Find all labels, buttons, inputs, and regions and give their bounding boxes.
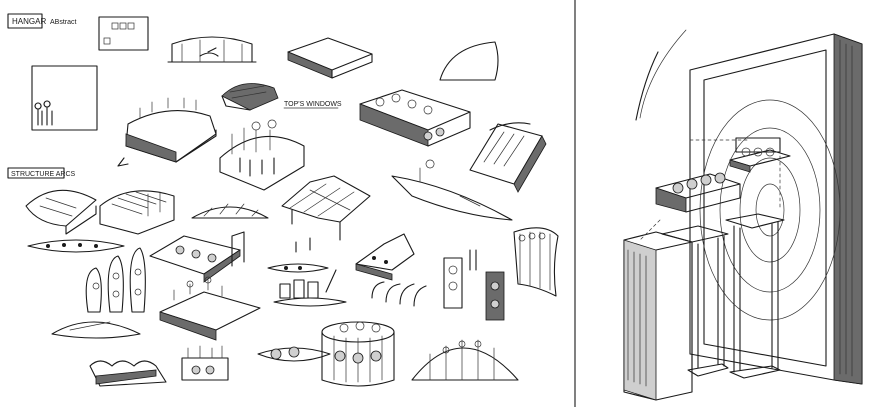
sketch-drum-frame [321, 321, 395, 387]
sketch-window-tray [359, 89, 471, 147]
swoosh-line [635, 51, 659, 121]
title-box-label: HANGAR [12, 17, 46, 26]
sketch-arch-pavilion [219, 119, 305, 191]
display-pedestal-box [623, 231, 693, 401]
sketch-vertical-panels [85, 247, 146, 313]
sketch-dark-hangar [221, 83, 279, 111]
sketch-ribbed-curve [513, 227, 559, 297]
display-tray-lower [655, 172, 741, 213]
sketch-scalloped-roof [89, 360, 167, 387]
section-structure-arcs: STRUCTURE ARCS [7, 167, 76, 179]
sketch-wing-shape [391, 159, 513, 221]
display-perspective-rendering [623, 29, 863, 401]
backdrop-panel [689, 33, 863, 385]
title-box: HANGAR ABstract [7, 13, 77, 29]
sketch-pillow-arc [25, 189, 97, 235]
tops-windows-note: TOP'S WINDOWS [284, 101, 342, 108]
sketch-quarter-shape [439, 41, 499, 81]
sketch-hangar-elevation [167, 36, 257, 63]
sketch-tilted-display [469, 122, 547, 193]
display-tray-upper [729, 137, 791, 173]
display-stand-tall [725, 213, 785, 379]
sketch-podium-row [273, 269, 347, 307]
construction-guides [639, 139, 781, 241]
sketch-low-dome [51, 321, 141, 339]
sketch-flat-arc [191, 203, 269, 219]
sketch-flat-box [287, 37, 373, 79]
left-sketch-page: HANGAR ABstract [7, 0, 576, 407]
sketch-perspective-hangar [117, 97, 217, 167]
sketch-ribbed-vault [99, 190, 175, 235]
section-label: STRUCTURE ARCS [11, 171, 76, 178]
sketch-square-elevation [31, 65, 98, 131]
sketch-bench [181, 345, 229, 381]
swoosh-line [639, 29, 687, 119]
sketch-oval-disc [27, 239, 125, 253]
sketch-speaker-columns [443, 249, 505, 321]
display-stand-middle [661, 225, 729, 377]
sketch-flying-display [149, 231, 245, 283]
sketch-arch-canopy [411, 339, 519, 381]
sketch-oval-plaque [257, 346, 331, 362]
sketch-boat-shape [267, 237, 329, 273]
sketch-thumbnail-frame [98, 16, 149, 51]
sketch-truss-pavilion [281, 175, 371, 241]
title-note: ABstract [50, 19, 77, 26]
sketch-stand-tray [159, 276, 261, 341]
sketch-stand-assembly [355, 233, 427, 307]
